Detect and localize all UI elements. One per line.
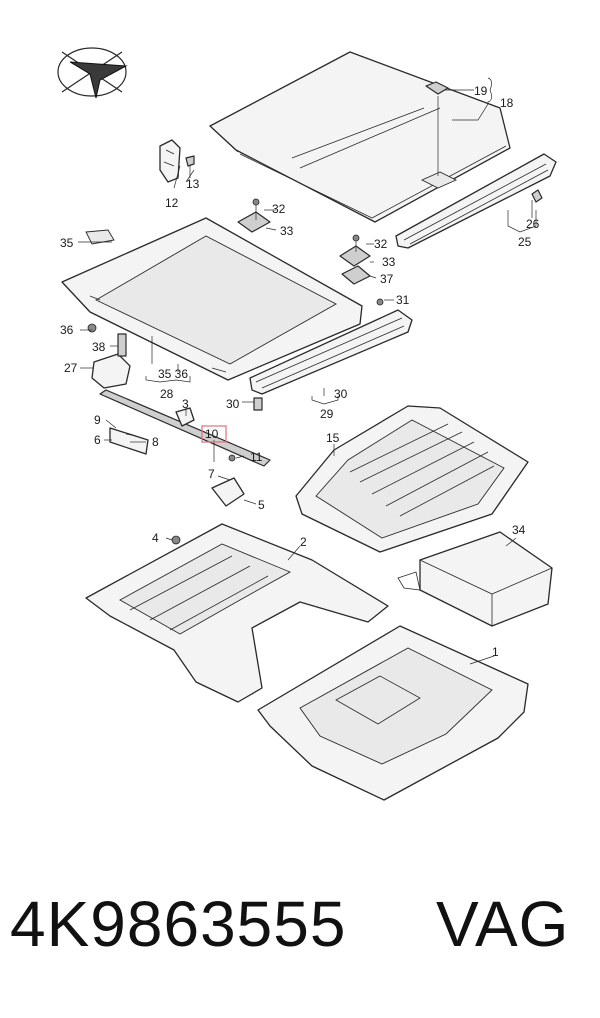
callout-32-right: 32 — [374, 237, 388, 251]
callout-6: 6 — [94, 433, 101, 447]
bracket-12 — [159, 139, 195, 183]
callout-34: 34 — [512, 523, 526, 537]
parts-diagram: 19 18 12 13 32 33 35 32 33 37 31 26 25 3… — [57, 47, 557, 801]
sill-trim-29 — [249, 298, 413, 411]
tray-15 — [295, 405, 529, 553]
callout-1: 1 — [492, 645, 499, 659]
callout-32-left: 32 — [272, 202, 286, 216]
clip-32-33-left — [237, 198, 271, 233]
box-34 — [397, 531, 553, 627]
part-number: 4K9863555 — [10, 888, 347, 960]
floor-frame-2 — [85, 523, 389, 703]
callout-8: 8 — [152, 435, 159, 449]
callout-26: 26 — [526, 217, 540, 231]
callout-9: 9 — [94, 413, 101, 427]
trim-strip-25 — [395, 153, 557, 249]
orientation-arrow-icon — [57, 47, 128, 99]
callout-33-left: 33 — [280, 224, 294, 238]
callout-31: 31 — [396, 293, 410, 307]
callout-15: 15 — [326, 431, 340, 445]
callout-37: 37 — [380, 272, 394, 286]
callout-7: 7 — [208, 467, 215, 481]
clip-32-33-right — [339, 234, 371, 285]
leader-lines — [78, 77, 537, 665]
callout-13: 13 — [186, 177, 200, 191]
brand-name: VAG — [436, 888, 570, 960]
seal-strip-10 — [99, 389, 271, 507]
callout-35: 35 — [60, 236, 74, 250]
callout-28: 28 — [160, 387, 174, 401]
cover-panel-18 — [209, 51, 511, 223]
callout-30-left: 30 — [226, 397, 240, 411]
callout-29: 29 — [320, 407, 334, 421]
callout-25: 25 — [518, 235, 532, 249]
callout-10: 10 — [205, 427, 219, 441]
callout-19: 19 — [474, 84, 488, 98]
callout-4: 4 — [152, 531, 159, 545]
callout-11: 11 — [250, 450, 263, 464]
callout-38: 38 — [92, 340, 106, 354]
callout-5: 5 — [258, 498, 265, 512]
callout-35-36: 35 36 — [158, 367, 188, 381]
mount-27 — [87, 323, 131, 389]
callout-36: 36 — [60, 323, 74, 337]
floor-panel-28 — [61, 217, 363, 381]
tub-1 — [257, 625, 529, 801]
callout-33-right: 33 — [382, 255, 396, 269]
callout-12: 12 — [165, 196, 179, 210]
callout-27: 27 — [64, 361, 78, 375]
callout-18: 18 — [500, 96, 514, 110]
highlight-box-10 — [201, 425, 227, 443]
callout-3: 3 — [182, 397, 189, 411]
callout-30-right: 30 — [334, 387, 348, 401]
callout-2: 2 — [300, 535, 307, 549]
callout-labels: 19 18 12 13 32 33 35 32 33 37 31 26 25 3… — [60, 84, 540, 659]
